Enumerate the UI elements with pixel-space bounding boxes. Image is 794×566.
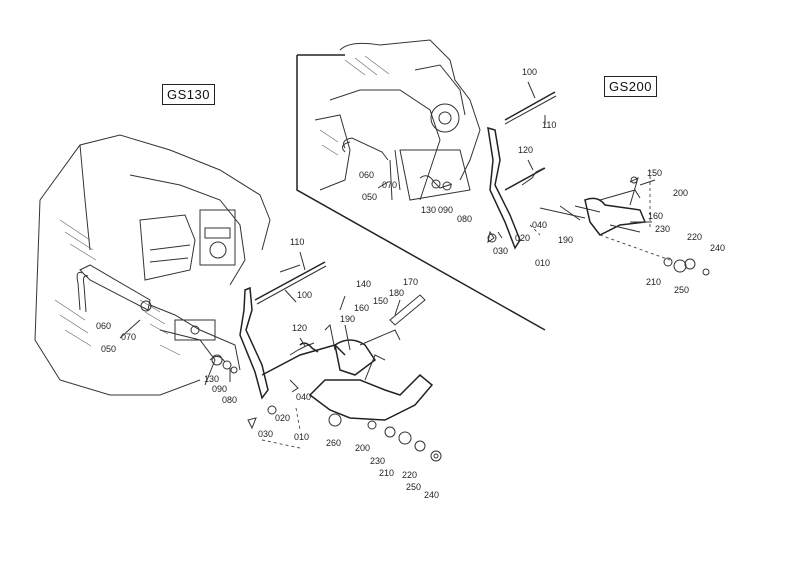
part-number-gs130-030: 030 [258,429,273,439]
model-label-gs200: GS200 [604,76,657,97]
part-number-gs200-160: 160 [648,211,663,221]
part-number-gs130-070: 070 [121,332,136,342]
part-number-gs130-060: 060 [96,321,111,331]
part-number-gs200-200: 200 [673,188,688,198]
gs130-engine-block [34,134,271,396]
part-number-gs200-070: 070 [382,180,397,190]
part-number-gs200-020: 020 [515,233,530,243]
part-number-gs200-230: 230 [655,224,670,234]
part-number-gs130-090: 090 [212,384,227,394]
part-number-gs200-150: 150 [647,168,662,178]
part-number-gs200-090: 090 [438,205,453,215]
part-number-gs200-210: 210 [646,277,661,287]
gs200-panel-border [296,54,651,331]
gs200-linkage [419,91,710,276]
part-number-gs200-190: 190 [558,235,573,245]
part-number-gs130-130: 130 [204,374,219,384]
part-number-gs130-050: 050 [101,344,116,354]
part-number-gs130-160: 160 [354,303,369,313]
part-number-gs200-040: 040 [532,220,547,230]
part-number-gs200-120: 120 [518,145,533,155]
part-number-gs200-050: 050 [362,192,377,202]
model-label-gs130: GS130 [162,84,215,105]
part-number-gs200-080: 080 [457,214,472,224]
part-number-gs130-230: 230 [370,456,385,466]
callout-leaders [119,81,656,382]
part-number-gs200-110: 110 [542,120,556,130]
part-number-gs130-140: 140 [356,279,371,289]
part-number-gs200-130: 130 [421,205,436,215]
part-number-gs130-200: 200 [355,443,370,453]
part-number-gs130-040: 040 [296,392,311,402]
part-number-gs130-220: 220 [402,470,417,480]
part-number-gs200-100: 100 [522,67,537,77]
part-number-gs130-080: 080 [222,395,237,405]
part-number-gs200-250: 250 [674,285,689,295]
part-number-gs130-150: 150 [373,296,388,306]
part-number-gs130-250: 250 [406,482,421,492]
part-number-gs130-260: 260 [326,438,341,448]
gs130-linkage [209,261,442,462]
part-number-gs130-180: 180 [389,288,404,298]
part-number-gs200-010: 010 [535,258,550,268]
part-number-gs130-010: 010 [294,432,309,442]
part-number-gs130-170: 170 [403,277,418,287]
part-number-gs130-110: 110 [290,237,304,247]
part-number-gs200-060: 060 [359,170,374,180]
part-number-gs200-240: 240 [710,243,725,253]
part-number-gs130-190: 190 [340,314,355,324]
part-number-gs130-020: 020 [275,413,290,423]
part-number-gs130-100: 100 [297,290,312,300]
part-number-gs130-240: 240 [424,490,439,500]
part-number-gs130-120: 120 [292,323,307,333]
part-number-gs200-220: 220 [687,232,702,242]
part-number-gs200-030: 030 [493,246,508,256]
gs200-engine-block [314,39,481,201]
part-number-gs130-210: 210 [379,468,394,478]
